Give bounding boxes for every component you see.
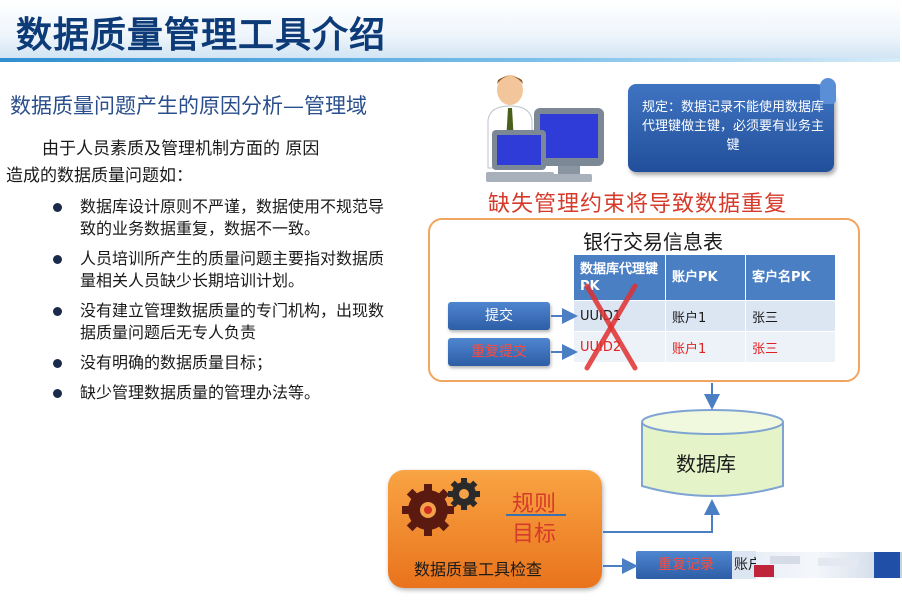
section-subtitle: 数据质量问题产生的原因分析—管理域 <box>10 94 367 118</box>
column-header: 客户名PK <box>745 254 836 301</box>
table-row-duplicate: UUID2 账户1 张三 <box>573 331 836 363</box>
blurred-area <box>874 552 900 578</box>
person-at-computer-icon <box>486 75 604 182</box>
list-item: 没有建立管理数据质量的专门机构，出现数据质量问题后无专人负责 <box>50 300 395 344</box>
intro-line-1: 由于人员素质及管理机制方面的 原因 <box>42 139 320 159</box>
cause-list: 数据库设计原则不严谨，数据使用不规范导致的业务数据重复，数据不一致。 人员培训所… <box>50 196 395 412</box>
list-item: 缺少管理数据质量的管理办法等。 <box>50 382 395 404</box>
resubmit-button: 重复提交 <box>448 338 550 366</box>
goal-label: 目标 <box>512 522 557 547</box>
rule-note-text: 规定：数据记录不能使用数据库代理键做主键，必须要有业务主键 <box>641 100 824 153</box>
gears-icon <box>402 478 480 536</box>
table-cell: 张三 <box>745 331 836 363</box>
tool-to-db-arrow <box>603 499 720 533</box>
list-item: 没有明确的数据质量目标； <box>50 352 395 374</box>
title-band <box>0 0 900 60</box>
warning-text: 缺失管理约束将导致数据重复 <box>488 192 788 217</box>
scroll-curl-icon <box>820 78 836 104</box>
blurred-area <box>770 556 800 564</box>
column-header: 账户PK <box>665 254 746 301</box>
bullet-dot-icon <box>53 255 62 264</box>
slide-title: 数据质量管理工具介绍 <box>16 15 387 56</box>
table-title: 银行交易信息表 <box>583 230 723 254</box>
database-label: 数据库 <box>676 452 736 476</box>
duplicate-record-cell: 账户1 <box>732 551 771 579</box>
table-header-row: 数据库代理键PK 账户PK 客户名PK <box>573 254 836 301</box>
bullet-dot-icon <box>53 389 62 398</box>
table-cell: UUID2 <box>573 331 666 363</box>
list-item: 数据库设计原则不严谨，数据使用不规范导致的业务数据重复，数据不一致。 <box>50 196 395 240</box>
rule-label: 规则 <box>512 492 557 517</box>
table-cell: 账户1 <box>665 331 746 363</box>
rule-divider <box>506 514 566 516</box>
intro-line-2: 造成的数据质量问题如： <box>6 166 193 186</box>
table-cell: 张三 <box>745 300 836 332</box>
bullet-dot-icon <box>53 359 62 368</box>
blurred-area <box>818 558 858 566</box>
submit-button: 提交 <box>448 302 550 330</box>
title-underline <box>0 58 900 62</box>
duplicate-record-label: 重复记录 <box>636 551 736 579</box>
database-cylinder-icon <box>641 409 784 497</box>
blurred-area <box>754 565 774 577</box>
table-cell: 账户1 <box>665 300 746 332</box>
rule-note: 规定：数据记录不能使用数据库代理键做主键，必须要有业务主键 <box>628 78 836 172</box>
bullet-dot-icon <box>53 307 62 316</box>
bullet-dot-icon <box>53 203 62 212</box>
tool-label: 数据质量工具检查 <box>414 560 543 579</box>
list-item: 人员培训所产生的质量问题主要指对数据质量相关人员缺少长期培训计划。 <box>50 248 395 292</box>
intro-text: 由于人员素质及管理机制方面的 原因 造成的数据质量问题如： <box>6 136 406 190</box>
cross-mark-icon <box>584 283 638 371</box>
